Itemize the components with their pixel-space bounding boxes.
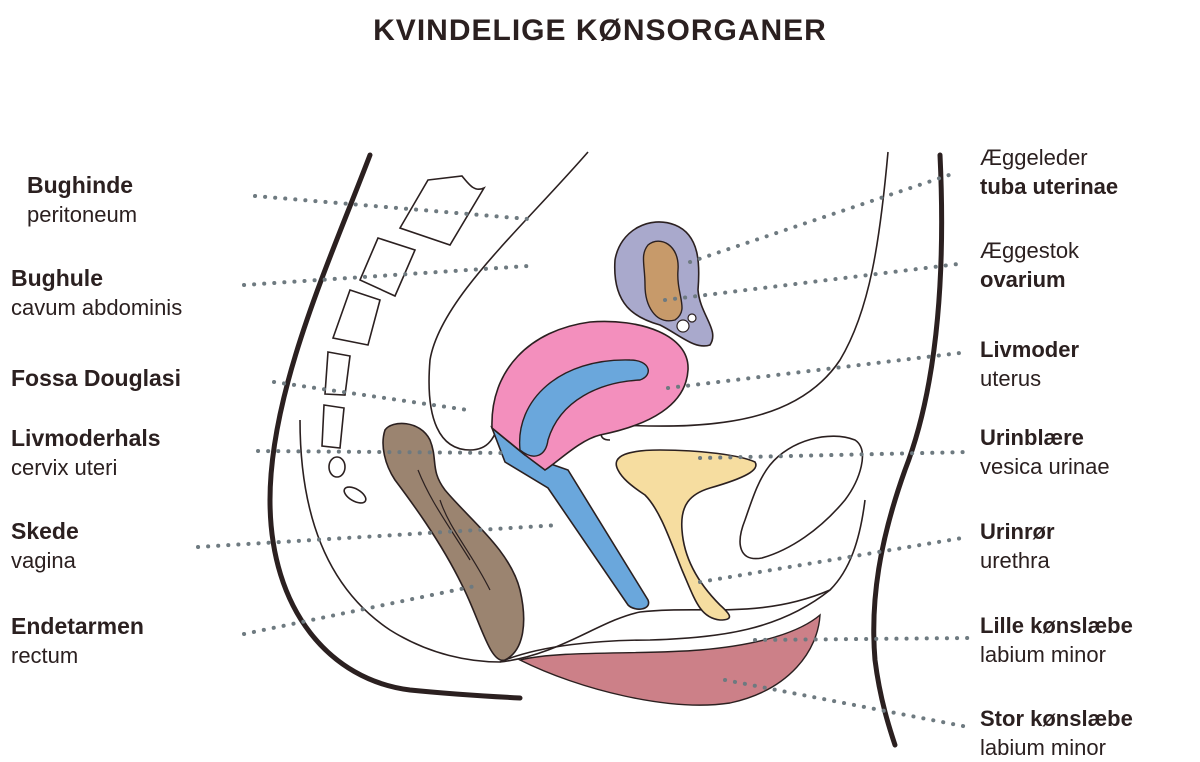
- label-latin: labium minor: [980, 735, 1106, 760]
- vertebra: [324, 351, 351, 396]
- pubic-bone: [739, 435, 864, 560]
- leader-line-endetarmen: [242, 583, 482, 636]
- label-term: Æggestok: [980, 238, 1080, 263]
- label-latin: ovarium: [980, 267, 1066, 292]
- label-latin: cervix uteri: [11, 455, 118, 480]
- label-term: Livmoderhals: [11, 425, 161, 451]
- vertebra: [358, 237, 417, 298]
- label-bughinde: Bughinde peritoneum: [27, 171, 137, 229]
- leader-line-urinblaere: [698, 450, 970, 460]
- label-term: Lille kønslæbe: [980, 613, 1133, 638]
- rectum: [382, 422, 525, 661]
- leader-line-skede: [196, 523, 562, 549]
- leader-line-aeggestok: [663, 262, 960, 302]
- label-bughule: Bughule cavum abdominis: [11, 264, 182, 322]
- label-term: Bughule: [11, 265, 103, 291]
- label-fossa-douglasi: Fossa Douglasi: [11, 364, 181, 393]
- label-latin: peritoneum: [27, 202, 138, 227]
- label-term: Livmoder: [980, 337, 1080, 362]
- label-latin: urethra: [980, 548, 1050, 573]
- leader-line-bughinde: [253, 194, 530, 221]
- label-livmoderhals: Livmoderhals cervix uteri: [11, 424, 161, 482]
- label-term: Urinrør: [980, 519, 1055, 544]
- vertebra: [331, 288, 381, 346]
- label-stor-koenslaebe: Stor kønslæbe labium minor: [980, 704, 1133, 762]
- vertebra: [398, 175, 486, 246]
- label-latin: vagina: [11, 548, 76, 573]
- label-latin: rectum: [11, 643, 79, 668]
- body-contour-front: [871, 152, 945, 748]
- label-term: Fossa Douglasi: [11, 365, 181, 391]
- rectum-fold: [417, 469, 471, 561]
- leader-line-stor-koenslaebe: [723, 678, 970, 729]
- label-term: Urinblære: [980, 425, 1084, 450]
- vertebra: [343, 486, 367, 504]
- label-urinblaere: Urinblære vesica urinae: [980, 423, 1110, 481]
- label-aeggeleder: Æggeleder tuba uterinae: [980, 143, 1118, 201]
- leader-line-fossa-douglasi: [272, 380, 470, 412]
- label-aeggestok: Æggestok ovarium: [980, 236, 1079, 294]
- label-latin: uterus: [980, 366, 1042, 391]
- ovary-follicle: [687, 313, 697, 323]
- label-term: Æggeleder: [980, 145, 1088, 170]
- ovary: [642, 240, 683, 322]
- leader-line-livmoderhals: [256, 449, 507, 455]
- label-skede: Skede vagina: [11, 517, 79, 575]
- diagram-title: KVINDELIGE KØNSORGANER: [373, 14, 827, 47]
- ovary-follicle: [676, 319, 690, 333]
- label-urinroer: Urinrør urethra: [980, 517, 1055, 575]
- label-latin: vesica urinae: [980, 454, 1110, 479]
- leader-line-livmoder: [666, 350, 970, 390]
- label-term: Endetarmen: [11, 613, 144, 639]
- uterine-cavity: [518, 359, 649, 457]
- peritoneum-outline: [428, 151, 589, 451]
- label-livmoder: Livmoder uterus: [980, 335, 1079, 393]
- vertebra: [321, 404, 345, 449]
- label-latin: cavum abdominis: [11, 295, 183, 320]
- label-term: Skede: [11, 518, 79, 544]
- vertebra: [328, 456, 346, 478]
- spine: [321, 175, 486, 504]
- label-lille-koenslaebe: Lille kønslæbe labium minor: [980, 611, 1133, 669]
- perineum-outline: [499, 499, 866, 663]
- leader-line-bughule: [242, 264, 530, 287]
- rectum-fold: [439, 499, 491, 591]
- body-contour-back: [267, 152, 523, 701]
- label-term: Stor kønslæbe: [980, 706, 1133, 731]
- bladder-urethra: [615, 449, 757, 621]
- label-term: Bughinde: [27, 172, 134, 198]
- label-latin: tuba uterinae: [980, 174, 1119, 199]
- vagina: [490, 425, 650, 610]
- label-endetarmen: Endetarmen rectum: [11, 612, 144, 670]
- leader-line-aeggeleder: [688, 170, 960, 264]
- label-latin: labium minor: [980, 642, 1106, 667]
